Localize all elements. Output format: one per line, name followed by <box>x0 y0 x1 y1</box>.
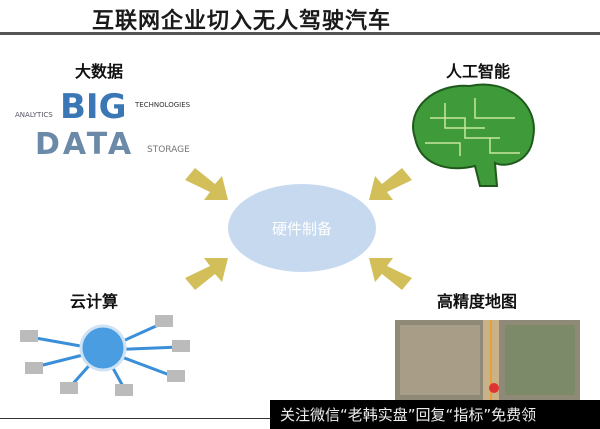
page-title: 互联网企业切入无人驾驶汽车 <box>92 8 392 34</box>
label-ai: 人工智能 <box>446 62 511 81</box>
arrow-big-data <box>185 168 228 200</box>
title-divider <box>0 32 600 35</box>
label-cloud: 云计算 <box>70 292 119 311</box>
word-data: DATA <box>35 127 135 162</box>
label-big-data: 大数据 <box>75 62 124 81</box>
word-technologies: TECHNOLOGIES <box>135 101 191 109</box>
label-hd-map: 高精度地图 <box>437 292 518 311</box>
arrow-ai <box>369 168 412 200</box>
center-label: 硬件制备 <box>271 219 332 238</box>
watermark-banner: 关注微信“老韩实盘”回复“指标”免费领 <box>270 400 600 429</box>
word-analytics: ANALYTICS <box>15 111 53 119</box>
cloud-network-image <box>20 315 190 396</box>
device-icons <box>20 315 190 396</box>
map-pin-icon <box>489 383 499 393</box>
word-big: BIG <box>60 87 127 127</box>
arrow-cloud <box>185 258 228 290</box>
big-data-image: BIG DATA ANALYTICS TECHNOLOGIES STORAGE <box>15 90 195 170</box>
hd-map-image <box>395 320 580 400</box>
brain-circuit-image <box>412 83 535 187</box>
globe-icon <box>79 324 127 372</box>
arrow-hd-map <box>369 258 412 290</box>
bottom-divider <box>0 418 275 419</box>
word-storage: STORAGE <box>147 145 190 155</box>
center-ellipse-hardware: 硬件制备 <box>228 184 376 272</box>
